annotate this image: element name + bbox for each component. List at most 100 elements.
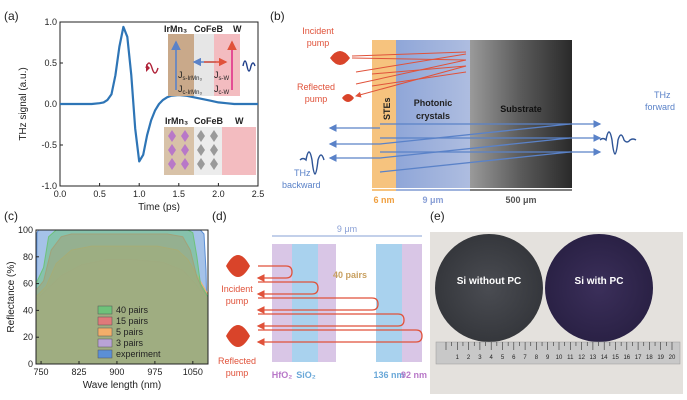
- label-irmn-top: IrMn₃: [164, 24, 187, 34]
- thz-pulse-inset: [242, 60, 256, 72]
- d-reflected-pulse: [226, 325, 250, 347]
- inset-structure-bottom: IrMn₃ CoFeB W: [164, 116, 256, 175]
- legend-swatch: [97, 338, 113, 348]
- d-incident-pulse: [226, 255, 250, 277]
- label-substrate: Substrate: [500, 104, 542, 114]
- pump-pulse-shape: [146, 64, 150, 72]
- ruler-number: 2: [467, 355, 471, 361]
- label-d-reflected-pump: pump: [226, 368, 249, 378]
- cofeb-spin-pattern: [197, 130, 218, 170]
- y-tick-label: 0.0: [44, 99, 57, 109]
- x-tick-label: 0.0: [54, 189, 67, 199]
- gap-region: [336, 244, 376, 362]
- legend-label: 40 pairs: [116, 305, 149, 315]
- legend-label: 15 pairs: [116, 316, 149, 326]
- x-tick-label: 975: [147, 367, 162, 377]
- legend-swatch: [97, 349, 113, 359]
- irmn-layer-bottom: [164, 127, 194, 175]
- label-si-with-pc: Si with PC: [575, 276, 624, 287]
- label-thz-forward-2: forward: [645, 102, 675, 112]
- inset-structure-top: IrMn₃ CoFeB W Js-IrMn₃ Jc-IrMn₃ Js-W Jc-…: [145, 24, 256, 96]
- label-stes: STEs: [382, 97, 392, 120]
- label-reflected-pump: pump: [305, 94, 328, 104]
- label-sio2: SiO₂: [296, 370, 316, 380]
- label-incident-pump: pump: [307, 38, 330, 48]
- thz-backward-pulse: [299, 151, 325, 175]
- label-thz-backward-2: backward: [282, 180, 321, 190]
- label-irmn-bottom: IrMn₃: [165, 116, 188, 126]
- label-jc-w: Jc-W: [214, 84, 229, 96]
- thz-rays: [328, 120, 602, 173]
- ruler-number: 11: [567, 355, 574, 361]
- x-tick-label: 900: [109, 367, 124, 377]
- ruler-number: 6: [512, 355, 516, 361]
- thz-forward-pulse: [599, 131, 637, 155]
- x-tick-label: 2.0: [212, 189, 225, 199]
- ruler-number: 4: [490, 355, 494, 361]
- label-incident: Incident: [302, 26, 334, 36]
- ruler-number: 13: [590, 355, 597, 361]
- y-tick-label: 60: [23, 279, 33, 289]
- ruler-number: 12: [578, 355, 585, 361]
- x-tick-label: 2.5: [252, 189, 265, 199]
- ruler-number: 8: [535, 355, 539, 361]
- legend-label: 3 pairs: [116, 338, 144, 348]
- label-thz-forward-1: THz: [654, 90, 671, 100]
- label-crystals: crystals: [416, 111, 450, 121]
- label-photonic: Photonic: [414, 98, 453, 108]
- x-tick-label: 1050: [183, 367, 203, 377]
- pump-pulse-inset: [145, 62, 159, 74]
- y-axis-label: THz signal (a.u.): [18, 67, 29, 140]
- thz-signal-line: [60, 25, 258, 163]
- x-tick-label: 0.5: [93, 189, 106, 199]
- label-thz-backward-1: THz: [294, 168, 311, 178]
- dim-6nm: 6 nm: [373, 195, 394, 205]
- sio2-layer-1: [292, 244, 318, 362]
- ruler-number: 14: [601, 355, 608, 361]
- panel-label-b: (b): [270, 9, 285, 23]
- ruler: [435, 341, 681, 365]
- ruler-number: 15: [612, 355, 619, 361]
- panel-b-diagram: STEs Photonic crystals Substrate Inciden…: [282, 26, 675, 205]
- cofeb-layer-top: [194, 34, 214, 96]
- label-d-incident: Incident: [221, 284, 253, 294]
- ruler-number: 1: [456, 355, 460, 361]
- wafer-with-pc: [545, 234, 653, 342]
- w-layer-bottom: [222, 127, 256, 175]
- chart-c-frame: [35, 229, 209, 365]
- label-d-incident-pump: pump: [226, 296, 249, 306]
- ruler-number: 16: [623, 355, 630, 361]
- panel-label-c: (c): [4, 209, 18, 223]
- ruler-number: 5: [501, 355, 505, 361]
- hfo2-layer-2: [318, 244, 336, 362]
- x-tick-label: 750: [34, 367, 49, 377]
- x-tick-label: 825: [71, 367, 86, 377]
- substrate-layer: [470, 40, 572, 188]
- label-w-top: W: [233, 24, 242, 34]
- y-tick-label: 100: [18, 225, 33, 235]
- y-tick-label: 1.0: [44, 17, 57, 27]
- label-d-reflected: Reflected: [218, 356, 256, 366]
- dim-9um: 9 μm: [422, 195, 443, 205]
- ruler-number: 20: [669, 355, 676, 361]
- label-d-9um: 9 μm: [337, 224, 357, 234]
- label-jc-irmn: Jc-IrMn₃: [178, 84, 202, 96]
- pump-rays: [351, 51, 467, 98]
- legend-swatch: [97, 327, 113, 337]
- label-40-pairs: 40 pairs: [333, 270, 367, 280]
- legend-label: experiment: [116, 349, 161, 359]
- panel-label-d: (d): [212, 209, 227, 223]
- incident-pulse: [330, 51, 350, 65]
- y-tick-label: -0.5: [41, 140, 57, 150]
- stes-layer: [372, 40, 396, 188]
- legend-label: 5 pairs: [116, 327, 144, 337]
- label-js-irmn: Js-IrMn₃: [178, 70, 202, 82]
- ruler-number: 3: [478, 355, 482, 361]
- y-tick-label: 20: [23, 332, 33, 342]
- label-136nm: 136 nm: [373, 370, 404, 380]
